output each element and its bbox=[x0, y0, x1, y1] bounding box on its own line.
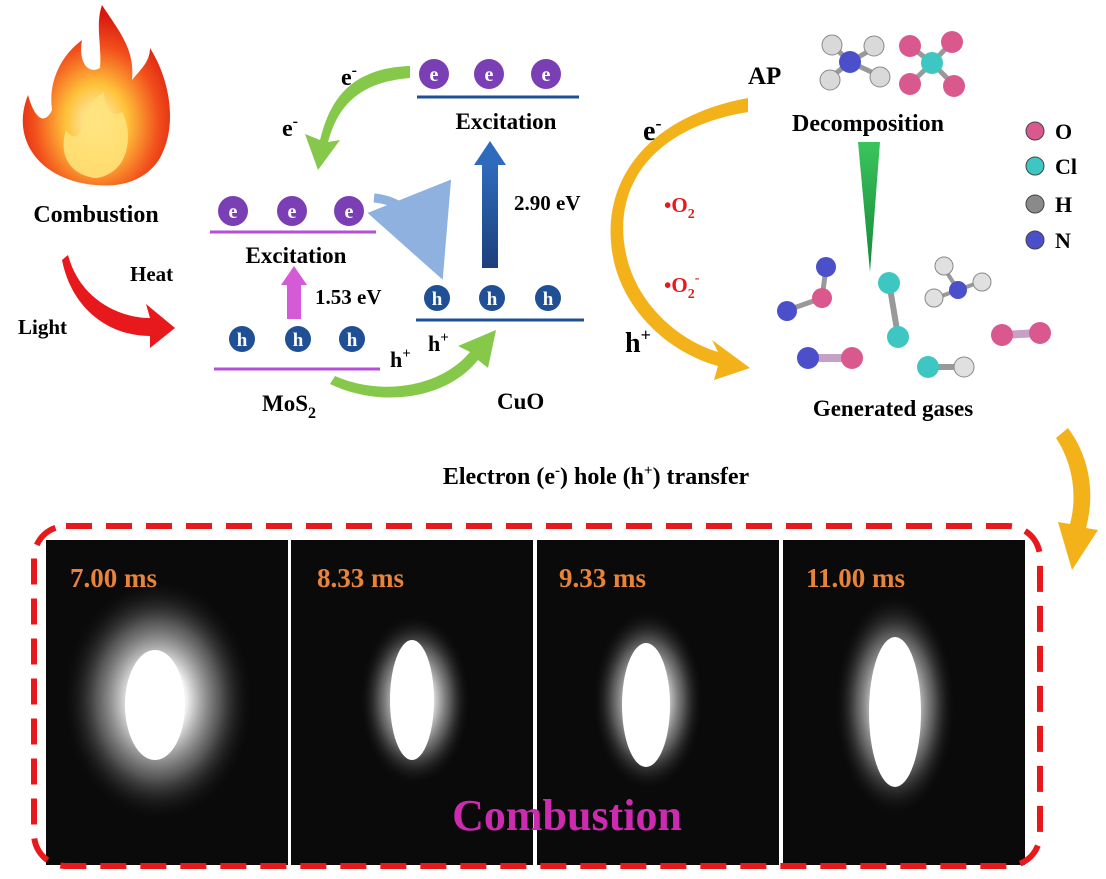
n2o-molecule-icon bbox=[777, 257, 836, 321]
heat-label: Heat bbox=[130, 262, 173, 286]
hole-icon bbox=[339, 326, 365, 352]
cuo-bandgap-label: 2.90 eV bbox=[514, 191, 581, 215]
frame-time-label: 8.33 ms bbox=[317, 563, 404, 593]
transfer-hole-label: h+ bbox=[625, 325, 651, 359]
frame-panel: 9.33 ms bbox=[537, 540, 779, 865]
cl2-molecule-icon bbox=[878, 272, 909, 348]
decomposition-label: Decomposition bbox=[792, 111, 944, 137]
electron-transfer-arrow bbox=[305, 66, 410, 170]
hole-transfer-arrow bbox=[330, 330, 496, 398]
cuo-excitation-arrow bbox=[474, 141, 506, 268]
cuo-electrons: e e e bbox=[419, 59, 561, 89]
electron-icon bbox=[474, 59, 504, 89]
mos2-excitation-arrow bbox=[281, 266, 307, 319]
mos2-bandgap-label: 1.53 eV bbox=[315, 285, 382, 309]
hole-symbol: h bbox=[293, 330, 304, 351]
electron-icon bbox=[334, 196, 364, 226]
superoxide-label-1: •O2 bbox=[664, 193, 695, 222]
element-legend: O Cl H N bbox=[1025, 119, 1077, 253]
mos2-material-label: MoS2 bbox=[262, 391, 316, 422]
hole-icon bbox=[229, 326, 255, 352]
ap-label: AP bbox=[748, 63, 781, 90]
legend-label-o: O bbox=[1055, 119, 1072, 144]
frame-time-label: 7.00 ms bbox=[70, 563, 157, 593]
electron-symbol: e bbox=[345, 201, 354, 223]
hole-symbol: h bbox=[543, 289, 554, 310]
combustion-frames: 7.00 ms 8.33 ms 9.33 ms 11.00 ms bbox=[46, 540, 1025, 865]
charge-transfer-arc bbox=[610, 98, 750, 380]
perchlorate-molecule-icon bbox=[899, 31, 965, 97]
chlorine-legend-icon bbox=[1025, 156, 1045, 176]
superoxide-label-2: •O2- bbox=[664, 271, 700, 302]
electron-symbol: e bbox=[229, 201, 238, 223]
electron-icon bbox=[218, 196, 248, 226]
frame-panel: 8.33 ms bbox=[291, 540, 533, 865]
legend-label-h: H bbox=[1055, 192, 1072, 217]
electron-label-top: e- bbox=[341, 62, 357, 91]
electron-icon bbox=[531, 59, 561, 89]
cuo-hole-label: h+ bbox=[428, 330, 449, 356]
to-combustion-arrow bbox=[1056, 428, 1098, 570]
mos2-excitation-label: Excitation bbox=[246, 243, 347, 268]
mos2-holes: h h h bbox=[229, 326, 365, 352]
mos2-hole-label: h+ bbox=[390, 346, 411, 372]
hydrogen-legend-icon bbox=[1025, 194, 1045, 214]
electron-label-mid: e- bbox=[282, 113, 298, 142]
frame-time-label: 11.00 ms bbox=[806, 563, 905, 593]
electron-symbol: e bbox=[430, 64, 439, 86]
heat-light-arrow bbox=[62, 255, 175, 348]
hole-icon bbox=[424, 285, 450, 311]
cuo-excitation-label: Excitation bbox=[456, 109, 557, 134]
nitrogen-legend-icon bbox=[1025, 230, 1045, 250]
hole-icon bbox=[285, 326, 311, 352]
generated-gases-label: Generated gases bbox=[813, 396, 973, 421]
hcl-molecule-icon bbox=[917, 356, 975, 378]
frame-panel: 7.00 ms bbox=[46, 540, 288, 865]
legend-label-cl: Cl bbox=[1055, 154, 1077, 179]
no-molecule-icon bbox=[797, 347, 863, 369]
combustion-bottom-label: Combustion bbox=[452, 791, 682, 840]
frame-panel: 11.00 ms bbox=[783, 540, 1025, 865]
electron-icon bbox=[277, 196, 307, 226]
generated-gas-molecules bbox=[777, 256, 1051, 378]
light-label: Light bbox=[18, 315, 67, 339]
frame-time-label: 9.33 ms bbox=[559, 563, 646, 593]
electron-symbol: e bbox=[485, 64, 494, 86]
transfer-caption: Electron (e-) hole (h+) transfer bbox=[443, 463, 750, 490]
o2-molecule-icon bbox=[991, 322, 1051, 346]
flame-icon bbox=[22, 5, 171, 186]
hole-symbol: h bbox=[347, 330, 358, 351]
hole-symbol: h bbox=[432, 289, 443, 310]
electron-flow-arrow bbox=[367, 179, 452, 280]
electron-icon bbox=[419, 59, 449, 89]
hole-symbol: h bbox=[237, 330, 248, 351]
hole-symbol: h bbox=[487, 289, 498, 310]
cuo-material-label: CuO bbox=[497, 389, 544, 414]
transfer-electron-label: e- bbox=[643, 113, 661, 147]
oxygen-legend-icon bbox=[1025, 121, 1045, 141]
electron-symbol: e bbox=[542, 64, 551, 86]
combustion-frame-border bbox=[31, 523, 1043, 869]
nh3-molecule-icon bbox=[924, 256, 992, 308]
combustion-source-label: Combustion bbox=[33, 202, 158, 228]
cuo-holes: h h h bbox=[424, 285, 561, 311]
hole-icon bbox=[479, 285, 505, 311]
mos2-electrons: e e e bbox=[218, 196, 364, 226]
legend-label-n: N bbox=[1055, 228, 1071, 253]
electron-symbol: e bbox=[288, 201, 297, 223]
decomposition-arrow bbox=[858, 142, 880, 272]
hole-icon bbox=[535, 285, 561, 311]
ammonium-molecule-icon bbox=[819, 34, 891, 91]
